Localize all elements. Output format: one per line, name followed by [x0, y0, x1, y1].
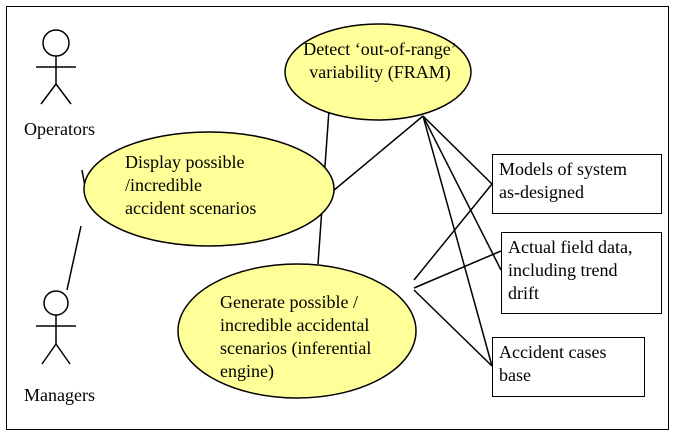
actor-operators-figure	[36, 29, 76, 105]
artifact-cases-box: Accident cases base	[492, 337, 645, 397]
actor-managers-figure	[36, 290, 76, 365]
diagram-frame	[6, 6, 669, 430]
artifact-field-box: Actual field data, including trend drift	[501, 232, 662, 314]
usecase-display-ellipse	[83, 131, 335, 247]
usecase-display-label: Display possible /incredible accident sc…	[125, 152, 257, 218]
usecase-detect-label: Detect ‘out-of-range’ variability (FRAM)	[303, 39, 457, 82]
link-generate-cases	[413, 289, 493, 367]
actor-managers-label: Managers	[24, 385, 95, 405]
link-generate-models	[413, 183, 493, 281]
link-display-managers	[66, 225, 82, 291]
link-generate-field	[413, 250, 502, 289]
association-lines	[66, 95, 502, 367]
link-detect-cases	[422, 115, 493, 367]
link-display-detect	[332, 115, 424, 192]
usecase-generate-ellipse	[177, 263, 417, 399]
usecase-detect-ellipse	[284, 23, 472, 121]
actor-operators-label: Operators	[24, 119, 95, 139]
usecase-generate-label: Generate possible / incredible accidenta…	[220, 292, 372, 381]
link-detect-field	[422, 115, 502, 271]
artifact-models-box: Models of system as-designed	[492, 154, 662, 214]
link-detect-models	[422, 115, 493, 185]
